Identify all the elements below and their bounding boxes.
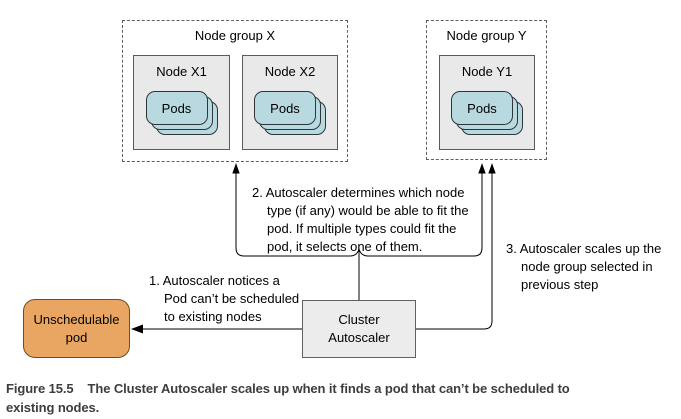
cluster-autoscaler-label-line2: Autoscaler [328,330,390,345]
annotation-step1-line: to existing nodes [164,309,262,324]
figure-caption-text-line1: The Cluster Autoscaler scales up when it… [87,381,570,396]
annotation-step3-line: 3. Autoscaler scales up the [506,241,662,256]
figure-caption-text-line2: existing nodes. [6,399,100,415]
step2-arrowhead-up-right-icon [478,163,486,174]
annotation-step2-line: pod, it selects one of them. [267,239,423,254]
annotation-step3-line: node group selected in [521,259,653,274]
annotation-step1-line: Pod can’t be scheduled [164,291,300,306]
step2-arrowhead-up-left-icon [232,163,240,174]
annotation-step2: 2. Autoscaler determines which node type… [252,184,469,256]
pod-card-front: Pods [145,91,208,125]
node-y1-label: Node Y1 [461,64,513,79]
step1-arrowhead-left-icon [131,324,143,334]
pod-card-front: Pods [451,91,513,125]
node-group-x-label: Node group X [194,28,276,43]
unschedulable-pod-label-line2: pod [65,329,88,345]
step3-arrowhead-up-icon [488,163,496,174]
cluster-autoscaler-label-line1: Cluster [338,312,380,327]
annotation-step3-line: previous step [521,277,599,292]
annotation-step2-line: 2. Autoscaler determines which node [252,185,465,200]
node-y1: Node Y1 Pods [439,55,535,150]
annotation-step1: 1. Autoscaler notices a Pod can’t be sch… [149,272,299,326]
annotation-step3: 3. Autoscaler scales up the node group s… [506,240,661,294]
pods-stack: Pods [451,91,523,135]
pods-stack: Pods [145,91,218,135]
annotation-step1-line: 1. Autoscaler notices a [149,273,280,288]
cluster-autoscaler-box: Cluster Autoscaler [302,300,416,358]
node-x1-label: Node X1 [156,64,207,79]
figure-caption: Figure 15.5 The Cluster Autoscaler scales… [6,380,570,417]
unschedulable-pod-box: Unschedulable pod [23,299,130,358]
node-group-y-label: Node group Y [446,28,527,43]
annotation-step2-line: pod. If multiple types could fit the [267,221,457,236]
pods-stack: Pods [254,91,326,135]
node-group-x: Node group X [122,20,348,162]
unschedulable-pod-label-line1: Unschedulable [33,311,120,327]
node-group-y: Node group Y [426,20,547,160]
node-x1: Node X1 Pods [133,55,230,150]
node-x2-label: Node X2 [264,64,316,79]
figure-caption-number: Figure 15.5 [6,381,74,396]
annotation-step2-line: type (if any) would be able to fit the [267,203,469,218]
node-x2: Node X2 Pods [242,55,338,150]
pod-card-front: Pods [254,91,316,125]
